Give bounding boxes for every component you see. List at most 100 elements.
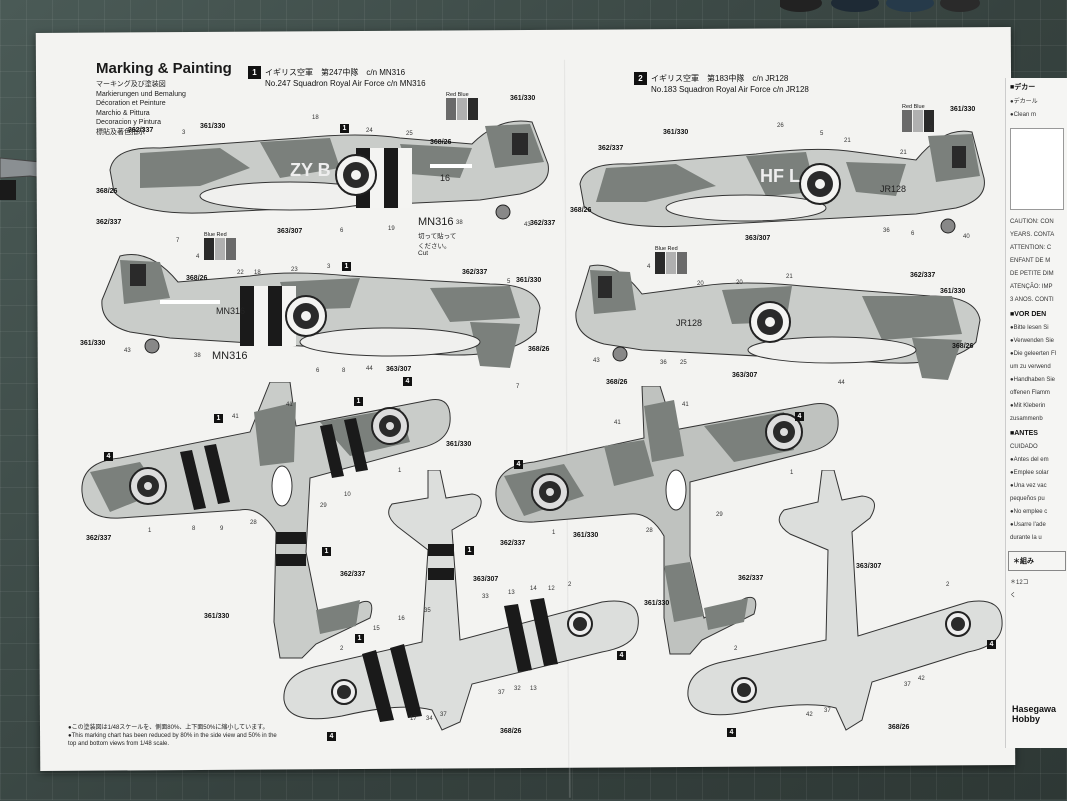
decal-box-4: 4 bbox=[727, 728, 736, 737]
callout-37: 37 bbox=[824, 708, 831, 714]
callout-29: 29 bbox=[716, 512, 723, 518]
callout-37: 37 bbox=[440, 712, 447, 718]
paint-ref: 368/26 bbox=[96, 188, 118, 195]
scheme-2-jp: イギリス空軍 第183中隊 c/n JR128 bbox=[651, 74, 789, 83]
scheme-1-cut-note: 切って貼って ください。 Cut bbox=[418, 233, 457, 257]
callout-43: 43 bbox=[593, 358, 600, 364]
paint-ref: 363/307 bbox=[745, 235, 771, 242]
paint-ref: 368/26 bbox=[528, 346, 550, 353]
paint-ref: 361/330 bbox=[950, 106, 976, 113]
paint-ref: 361/330 bbox=[940, 288, 966, 295]
scheme-1-number: 1 bbox=[248, 66, 261, 79]
paint-ref: 362/337 bbox=[128, 127, 154, 134]
callout-2: 2 bbox=[340, 646, 344, 652]
callout-41: 41 bbox=[614, 420, 621, 426]
decal-box-1: 1 bbox=[354, 397, 363, 406]
callout-19: 19 bbox=[388, 226, 395, 232]
scheme-2-bottom-view bbox=[687, 470, 1003, 731]
paint-ref: 368/26 bbox=[430, 139, 452, 146]
callout-3: 3 bbox=[929, 126, 933, 132]
decal-box-4: 4 bbox=[403, 377, 412, 386]
scheme-2-en: No.183 Squadron Royal Air Force c/n JR12… bbox=[651, 85, 809, 94]
callout-21: 21 bbox=[900, 150, 907, 156]
scheme-2-serial-top: JR128 bbox=[880, 184, 907, 194]
decal-box-4: 4 bbox=[514, 460, 523, 469]
callout-8: 8 bbox=[192, 526, 196, 532]
decal-box-4: 4 bbox=[795, 412, 804, 421]
callout-20: 20 bbox=[697, 281, 704, 287]
paint-ref: 362/337 bbox=[598, 145, 624, 152]
paint-ref: 361/330 bbox=[663, 129, 689, 136]
callout-23: 23 bbox=[291, 267, 298, 273]
callout-24: 24 bbox=[366, 128, 373, 134]
subtitle-jp: マーキング及び塗装図 bbox=[96, 81, 166, 88]
decal-box-1: 1 bbox=[322, 547, 331, 556]
paint-ref: 362/337 bbox=[86, 535, 112, 542]
callout-6: 6 bbox=[911, 231, 915, 237]
sheet-subtitles: マーキング及び塗装図 Markierungen und Bemalung Déc… bbox=[96, 80, 186, 137]
callout-42: 42 bbox=[918, 676, 925, 682]
scheme-1-side-swatch: Blue Red bbox=[204, 232, 237, 260]
callout-38: 38 bbox=[456, 220, 463, 226]
scheme-1-right-profile bbox=[109, 120, 549, 220]
scheme-1-serial-bottom: MN316 bbox=[212, 350, 248, 362]
callout-41: 41 bbox=[286, 402, 293, 408]
callout-37: 37 bbox=[904, 682, 911, 688]
callout-41: 41 bbox=[682, 402, 689, 408]
paint-ref: 362/337 bbox=[530, 220, 556, 227]
paint-ref: 362/337 bbox=[500, 540, 526, 547]
scheme-1-side-number: 16 bbox=[440, 173, 451, 183]
scheme-1-en: No.247 Squadron Royal Air Force c/n MN31… bbox=[265, 79, 426, 88]
paint-ref: 363/307 bbox=[473, 576, 499, 583]
paint-ref: 368/26 bbox=[500, 728, 522, 735]
subtitle-zh: 標貼及著色指示 bbox=[96, 128, 145, 136]
callout-42: 42 bbox=[806, 712, 813, 718]
callout-16: 16 bbox=[398, 616, 405, 622]
callout-37: 37 bbox=[498, 690, 505, 696]
callout-1: 1 bbox=[398, 468, 402, 474]
paint-ref: 362/337 bbox=[96, 219, 122, 226]
callout-4: 4 bbox=[647, 264, 651, 270]
callout-33: 33 bbox=[482, 594, 489, 600]
paint-ref: 361/330 bbox=[204, 613, 230, 620]
callout-1: 1 bbox=[552, 530, 556, 536]
callout-40: 40 bbox=[963, 234, 970, 240]
callout-7: 7 bbox=[516, 384, 520, 390]
scheme-2-codes: HF L bbox=[760, 166, 800, 186]
callout-3: 3 bbox=[182, 130, 186, 136]
subtitle-it: Marchio & Pittura bbox=[96, 109, 150, 117]
scheme-1-codes: ZY B bbox=[290, 160, 331, 180]
scheme-2-side-serial: JR128 bbox=[676, 318, 703, 328]
paint-ref: 362/337 bbox=[910, 272, 936, 279]
callout-6: 6 bbox=[340, 228, 344, 234]
callout-13: 13 bbox=[508, 590, 515, 596]
paint-ref: 368/26 bbox=[606, 379, 628, 386]
scheme-1-serial-top: MN316 bbox=[418, 216, 454, 228]
paint-ref: 368/26 bbox=[186, 275, 208, 282]
paint-ref: 361/330 bbox=[446, 441, 472, 448]
callout-12: 12 bbox=[548, 586, 555, 592]
decal-box-4: 4 bbox=[987, 640, 996, 649]
side-heading: ■デカー bbox=[1010, 84, 1036, 91]
scheme-1-bottom-view bbox=[283, 470, 639, 731]
callout-4: 4 bbox=[196, 254, 200, 260]
callout-14: 14 bbox=[530, 586, 537, 592]
decal-box-4: 4 bbox=[327, 732, 336, 741]
callout-13: 13 bbox=[530, 686, 537, 692]
callout-36: 36 bbox=[660, 360, 667, 366]
callout-10: 10 bbox=[344, 492, 351, 498]
callout-2: 2 bbox=[734, 646, 738, 652]
scheme-2-right-profile bbox=[579, 130, 985, 234]
paint-ref: 363/307 bbox=[386, 366, 412, 373]
callout-43: 43 bbox=[124, 348, 131, 354]
callout-15: 15 bbox=[373, 626, 380, 632]
paint-ref: 361/330 bbox=[200, 123, 226, 130]
callout-7: 7 bbox=[176, 238, 180, 244]
callout-35: 35 bbox=[424, 608, 431, 614]
callout-2: 2 bbox=[568, 582, 572, 588]
side-panel-next-page: ■デカー ●デカール ●Clean m CAUTION: CON YEARS. … bbox=[1005, 78, 1067, 748]
callout-8: 8 bbox=[342, 368, 346, 374]
brand-logo: Hasegawa Hobby bbox=[1012, 704, 1057, 724]
callout-17: 17 bbox=[410, 716, 417, 722]
